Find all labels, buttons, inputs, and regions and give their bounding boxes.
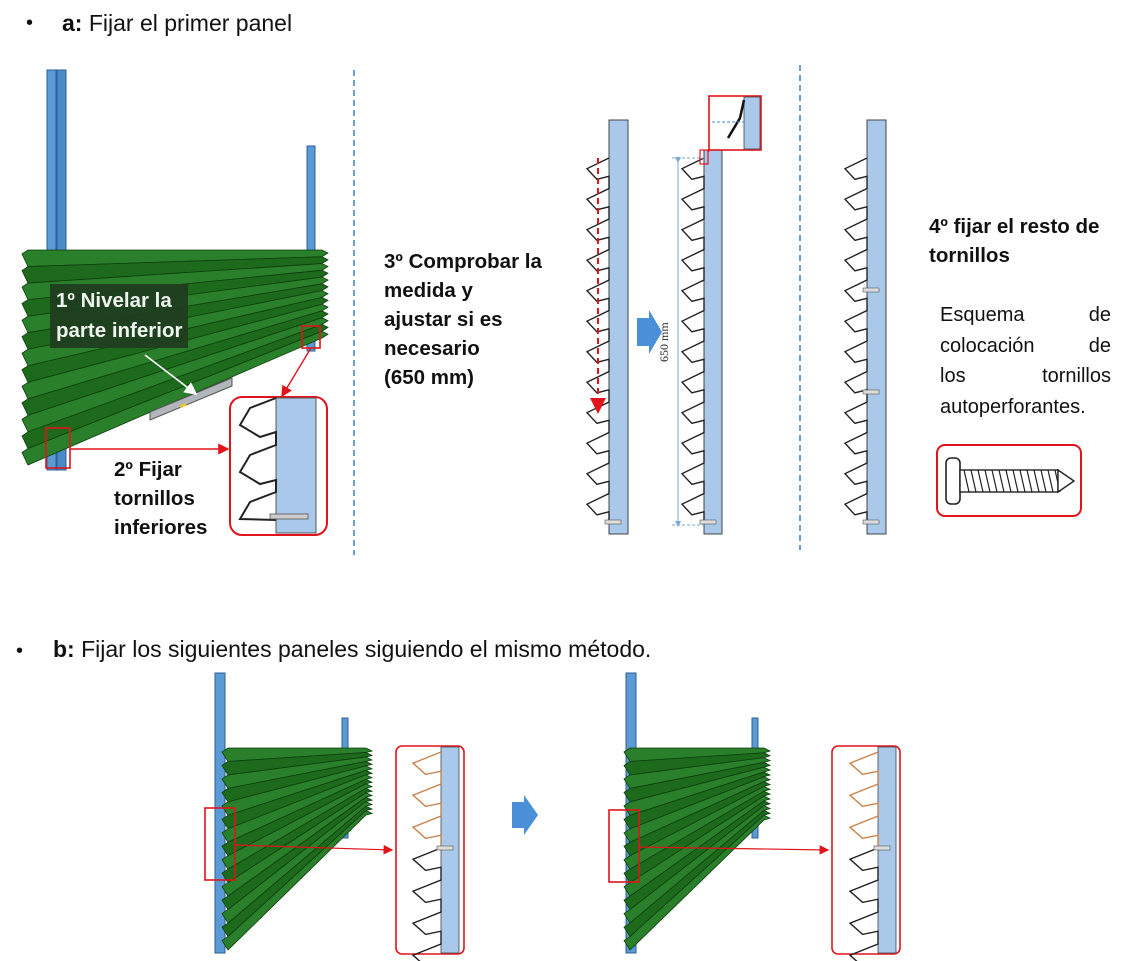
screw-scheme-profile — [843, 119, 887, 535]
thread-line — [1040, 469, 1047, 493]
step3-line-4: necesario — [384, 337, 480, 360]
step4-line-1: 4º fijar el resto de — [929, 215, 1100, 238]
step3-line-1: 3º Comprobar la — [384, 250, 542, 273]
scheme-line-2: colocación de — [940, 334, 1111, 357]
thread-line — [1012, 469, 1019, 493]
thread-line — [1047, 469, 1054, 493]
section-b-letter: b: — [53, 636, 75, 662]
step2-label: 2º Fijar tornillos inferiores — [114, 455, 207, 542]
screw-mark — [862, 287, 880, 293]
screw-scheme-text: Esquema de colocación de los tornillos a… — [940, 300, 1111, 422]
step4-line-2: tornillos — [929, 244, 1010, 267]
section-b-title: b: Fijar los siguientes paneles siguiend… — [53, 636, 651, 663]
profile-ribs — [843, 157, 868, 524]
screw-mark — [436, 845, 454, 851]
thread-line — [1005, 469, 1012, 493]
scheme-line-4: autoperforantes. — [940, 395, 1086, 418]
section-a-text: Fijar el primer panel — [82, 10, 293, 36]
bullet-b: • — [16, 640, 24, 662]
blue-arrow-step3 — [637, 310, 662, 354]
self-drilling-screw — [936, 444, 1082, 517]
step1-label: 1º Nivelar la parte inferior — [50, 284, 189, 348]
step1-line-2: parte inferior — [56, 319, 183, 342]
step2-line-1: 2º Fijar — [114, 458, 182, 481]
thread-line — [1019, 469, 1026, 493]
section-a-letter: a: — [62, 10, 83, 36]
section-b-text: Fijar los siguientes paneles siguiendo e… — [74, 636, 652, 662]
slat — [21, 330, 329, 466]
level-leader — [144, 354, 198, 395]
blue-arrow-b — [512, 795, 538, 835]
step3-line-2: medida y — [384, 279, 473, 302]
profile-ribs — [411, 847, 442, 961]
next-panel-illustration-1 — [204, 672, 394, 954]
slat — [221, 810, 374, 951]
scheme-line-1: Esquema de — [940, 304, 1111, 326]
step3-line-5: (650 mm) — [384, 366, 475, 389]
thread-line — [984, 469, 991, 493]
step4-label: 4º fijar el resto de tornillos — [929, 212, 1099, 270]
screw-mark — [699, 519, 717, 525]
thread-line — [991, 469, 998, 493]
thread-line — [970, 469, 977, 493]
screw-mark — [873, 845, 891, 851]
measure-label: 650 mm — [657, 322, 671, 362]
profile-ribs — [848, 847, 879, 961]
thread-line — [1033, 469, 1040, 493]
detail-zoom-b1 — [395, 745, 465, 961]
right-post — [306, 145, 316, 352]
profile-ribs — [680, 157, 705, 524]
profile-ribs — [848, 751, 879, 848]
screw-mark — [862, 389, 880, 395]
scheme-line-3: los tornillos — [940, 365, 1111, 387]
bullet-a: • — [26, 12, 34, 34]
step2-line-2: tornillos — [114, 487, 195, 510]
thread-line — [998, 469, 1005, 493]
callout-box-b2 — [608, 809, 640, 883]
thread-line — [963, 469, 970, 493]
step3-label: 3º Comprobar la medida y ajustar si es n… — [384, 247, 542, 392]
step1-line-1: 1º Nivelar la — [56, 289, 172, 312]
step3-line-3: ajustar si es — [384, 308, 503, 331]
profile-ribs — [585, 157, 610, 524]
callout-box-b1 — [204, 807, 236, 881]
next-panel-illustration-2 — [608, 672, 830, 954]
detail-zoom-b2 — [831, 745, 901, 961]
thread-line — [977, 469, 984, 493]
measure-profile-right — [672, 95, 762, 535]
thread-line — [1026, 469, 1033, 493]
screw-mark — [862, 519, 880, 525]
measure-profile-left — [585, 119, 629, 535]
spirit-level — [149, 377, 233, 421]
profile-ribs — [411, 751, 442, 848]
step2-line-3: inferiores — [114, 516, 208, 539]
screw-mark — [604, 519, 622, 525]
callout-box-left — [45, 427, 71, 469]
section-a-title: a: Fijar el primer panel — [62, 10, 292, 37]
